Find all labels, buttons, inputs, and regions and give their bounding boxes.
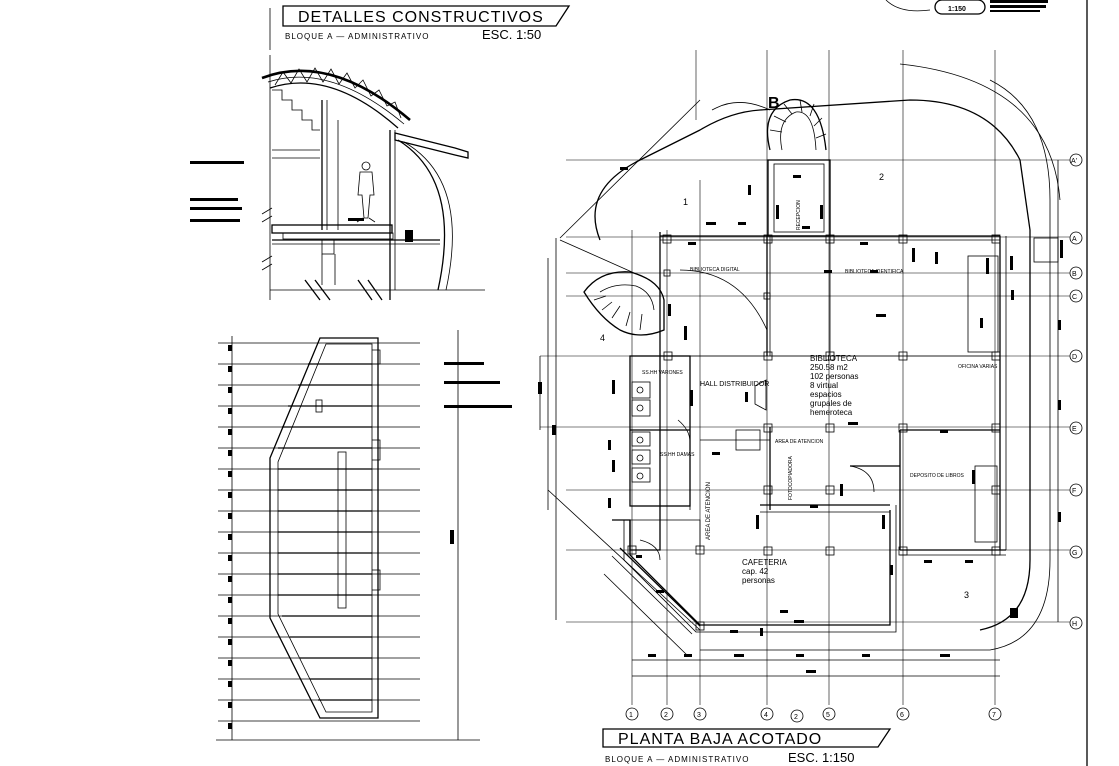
title-block-details: DETALLES CONSTRUCTIVOS BLOQUE A — ADMINI… bbox=[269, 5, 571, 50]
axis-letter-f: F bbox=[1072, 488, 1076, 495]
bib-note-2: 250.58 m2 bbox=[810, 363, 848, 372]
building-walls bbox=[603, 159, 1007, 657]
axis-num-5: 5 bbox=[826, 712, 830, 719]
axis-letter-h: H bbox=[1072, 621, 1077, 628]
legend-bars-left bbox=[190, 161, 512, 408]
scale-stamp: 1:150 bbox=[885, 0, 1048, 15]
room-biblioteca-digital: BIBLIOTECA DIGITAL bbox=[690, 267, 740, 273]
zone-1: 1 bbox=[683, 197, 688, 207]
plan-title: PLANTA BAJA ACOTADO bbox=[618, 731, 822, 748]
cafe-note-1: CAFETERIA bbox=[742, 558, 788, 567]
cafe-note-2: cap. 42 bbox=[742, 567, 769, 576]
room-deposito: DEPOSITO DE LIBROS bbox=[910, 473, 964, 479]
axis-num-2b: 2 bbox=[794, 714, 798, 721]
axis-letter-b: B bbox=[1072, 271, 1077, 278]
axis-num-2: 2 bbox=[664, 712, 668, 719]
section-marker: B bbox=[768, 95, 780, 112]
details-subtitle: BLOQUE A — ADMINISTRATIVO bbox=[285, 32, 429, 41]
grid-horizontals bbox=[540, 159, 1070, 623]
bib-note-6: grupales de bbox=[810, 399, 852, 408]
zone-4: 4 bbox=[600, 333, 605, 343]
room-area-atencion-v: AREA DE ATENCION bbox=[706, 482, 712, 540]
room-biblioteca-cientifica: BIBLIOTECA CIENTIFICA bbox=[845, 269, 904, 275]
axis-letter-c: C bbox=[1072, 294, 1077, 301]
spiral-stair-top bbox=[766, 98, 827, 151]
rib-thick bbox=[278, 363, 372, 701]
spiral-stair-left bbox=[583, 271, 665, 336]
room-fotocopiadora: FOTOCOPIADORA bbox=[788, 456, 794, 500]
dimension-marks bbox=[538, 167, 1063, 673]
room-oficina: OFICINA VARIAS bbox=[958, 364, 998, 370]
axis-num-1: 1 bbox=[629, 712, 633, 719]
title-block-plan: PLANTA BAJA ACOTADO BLOQUE A — ADMINISTR… bbox=[602, 728, 892, 765]
axis-bubbles-bottom: 1 2 3 4 2 5 6 7 bbox=[625, 707, 1002, 723]
zone-2: 2 bbox=[879, 172, 884, 182]
axis-num-3: 3 bbox=[697, 712, 701, 719]
bib-note-5: espacios bbox=[810, 390, 842, 399]
biblioteca-note: BIBLIOTECA 250.58 m2 102 personas 8 virt… bbox=[810, 354, 858, 417]
details-title: DETALLES CONSTRUCTIVOS bbox=[298, 9, 544, 26]
grid-verticals bbox=[631, 50, 996, 705]
floor-plan: B bbox=[538, 50, 1083, 723]
axis-letter-e: E bbox=[1072, 426, 1077, 433]
plan-scale: ESC. 1:150 bbox=[788, 750, 855, 765]
details-scale: ESC. 1:50 bbox=[482, 27, 541, 42]
axis-num-6: 6 bbox=[900, 712, 904, 719]
zone-3: 3 bbox=[964, 590, 969, 600]
cafe-note-3: personas bbox=[742, 576, 775, 585]
bib-note-4: 8 virtual bbox=[810, 381, 838, 390]
stamp-label: 1:150 bbox=[948, 6, 966, 13]
section-detail bbox=[261, 55, 485, 301]
outer-curved-wall bbox=[594, 99, 1031, 631]
columns bbox=[627, 234, 1001, 631]
room-area-atencion-h: AREA DE ATENCION bbox=[775, 439, 824, 445]
room-ss-damas: SS.HH DAMAS bbox=[660, 452, 695, 458]
room-hall: HALL DISTRIBUIDOR bbox=[700, 381, 769, 388]
cafeteria-note: CAFETERIA cap. 42 personas bbox=[742, 558, 788, 585]
bib-note-7: hemeroteca bbox=[810, 408, 853, 417]
axis-bubbles-right: A' A B C D E F G H bbox=[1069, 153, 1083, 630]
bib-note-3: 102 personas bbox=[810, 372, 858, 381]
bib-note-1: BIBLIOTECA bbox=[810, 354, 858, 363]
axis-letter-g: G bbox=[1072, 550, 1077, 557]
axis-letter-a: A bbox=[1072, 236, 1077, 243]
structural-plan-detail bbox=[216, 330, 480, 741]
room-recepcion: RECEPCION bbox=[796, 200, 802, 230]
plan-subtitle: BLOQUE A — ADMINISTRATIVO bbox=[605, 755, 749, 764]
axis-letter-a-prime: A' bbox=[1071, 158, 1077, 165]
axis-num-7: 7 bbox=[992, 712, 996, 719]
axis-num-4: 4 bbox=[764, 712, 768, 719]
axis-letter-d: D bbox=[1072, 354, 1077, 361]
dimension-ticks-left bbox=[228, 345, 454, 729]
room-ss-varones: SS.HH VARONES bbox=[642, 370, 683, 376]
